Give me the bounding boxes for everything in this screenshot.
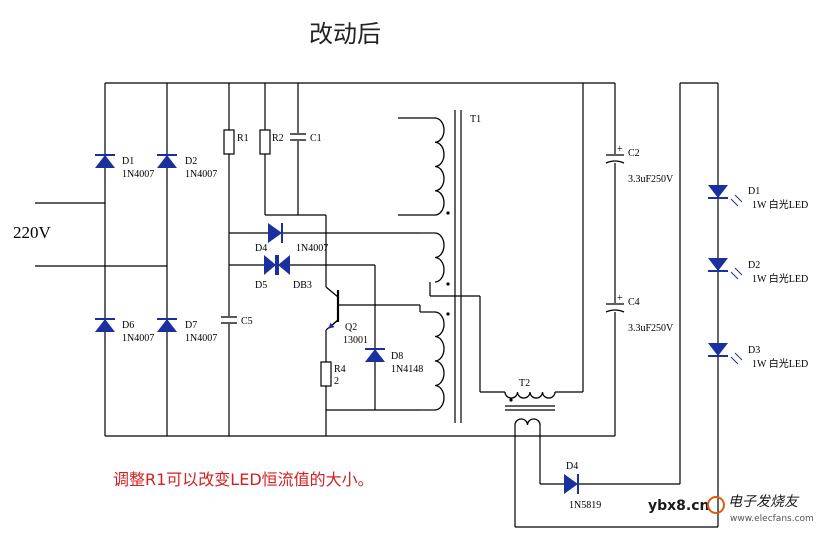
watermark-logo-icon [707, 496, 725, 514]
d4-part: 1N4007 [296, 243, 328, 254]
diode-d6 [95, 318, 115, 332]
d4-ref: D4 [255, 243, 267, 254]
led-d1-ref: D1 [748, 186, 760, 197]
led-d1-value: 1W 白光LED [752, 198, 808, 211]
transformer-t1-core [454, 110, 462, 423]
db3-ref: DB3 [293, 280, 312, 291]
resistor-r2 [259, 129, 271, 155]
diode-d8 [365, 348, 385, 362]
c1-ref: C1 [310, 133, 322, 144]
wires [35, 82, 719, 528]
t2-dot [509, 398, 513, 402]
transistor-q2 [328, 290, 340, 329]
d8-part: 1N4148 [391, 364, 423, 375]
watermark-brand: 电子发烧友 [728, 494, 800, 510]
capacitor-c5 [221, 316, 237, 324]
d4b-ref: D4 [566, 461, 578, 472]
d5-ref: D5 [255, 280, 267, 291]
transformer-t2 [504, 391, 556, 426]
led-d1 [708, 185, 743, 207]
q2-ref: Q2 [345, 322, 357, 333]
d6-ref: D6 [122, 320, 134, 331]
diode-d4-1n5819 [564, 474, 579, 494]
d2-part: 1N4007 [185, 169, 217, 180]
diode-d1 [95, 154, 115, 168]
r1-ref: R1 [237, 133, 249, 144]
adjustment-note: 调整R1可以改变LED恒流值的大小。 [113, 470, 374, 489]
d7-ref: D7 [185, 320, 197, 331]
d2-ref: D2 [185, 156, 197, 167]
resistor-r1 [223, 129, 235, 155]
diode-d2 [157, 154, 177, 168]
c2-value: 3.3uF250V [628, 174, 674, 185]
transformer-t1-dots [446, 211, 450, 316]
svg-text:+: + [617, 144, 623, 155]
led-d2-value: 1W 白光LED [752, 272, 808, 285]
diode-d4-1n4007 [268, 223, 283, 243]
q2-part: 13001 [343, 335, 368, 346]
led-d3 [708, 343, 743, 365]
diode-d7 [157, 318, 177, 332]
c4-ref: C4 [628, 297, 640, 308]
c4-value: 3.3uF250V [628, 323, 674, 334]
capacitor-c2: + [605, 144, 625, 164]
diac-d5-db3 [264, 255, 290, 275]
capacitor-c1 [290, 133, 306, 141]
watermark-url: www.elecfans.com [730, 514, 814, 524]
input-voltage-label: 220V [13, 223, 52, 242]
svg-text:+: + [617, 293, 623, 304]
r4-ref: R4 [334, 364, 346, 375]
t1-label: T1 [470, 114, 481, 125]
r4-value: 2 [334, 376, 339, 387]
d1-part: 1N4007 [122, 169, 154, 180]
c2-ref: C2 [628, 148, 640, 159]
page-title: 改动后 [309, 20, 381, 48]
led-d3-ref: D3 [748, 345, 760, 356]
led-d2 [708, 258, 743, 280]
t2-label: T2 [519, 378, 530, 389]
d4b-part: 1N5819 [569, 500, 601, 511]
d6-part: 1N4007 [122, 333, 154, 344]
c5-ref: C5 [241, 316, 253, 327]
d8-ref: D8 [391, 351, 403, 362]
led-d3-value: 1W 白光LED [752, 357, 808, 370]
r2-ref: R2 [272, 133, 284, 144]
resistor-r4 [320, 361, 332, 387]
watermark-site: ybx8.cn [648, 498, 710, 514]
capacitor-c4: + [605, 293, 625, 313]
watermark: ybx8.cn 电子发烧友 www.elecfans.com [648, 494, 814, 524]
led-d2-ref: D2 [748, 260, 760, 271]
d1-ref: D1 [122, 156, 134, 167]
d7-part: 1N4007 [185, 333, 217, 344]
transformer-t1-windings [434, 117, 445, 411]
